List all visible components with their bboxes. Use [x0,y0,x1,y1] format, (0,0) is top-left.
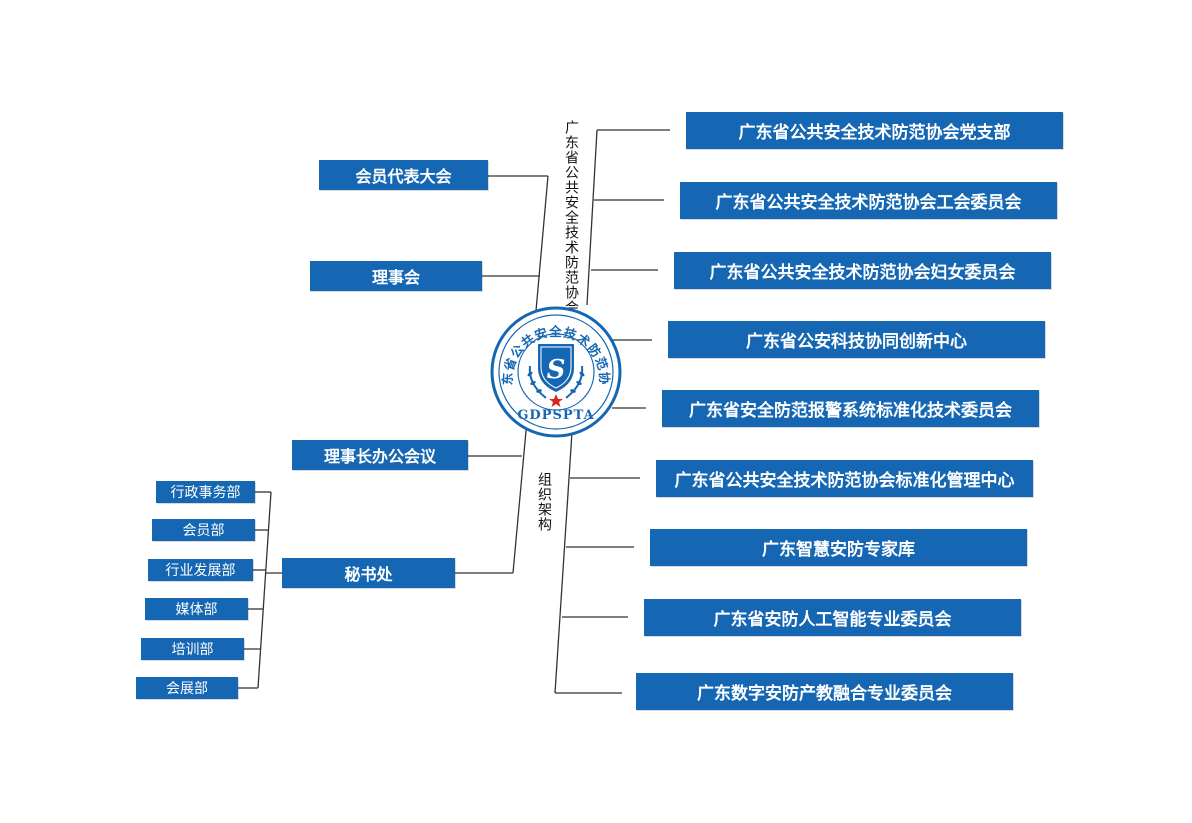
box-party-branch: 广东省公共安全技术防范协会党支部 [686,112,1063,149]
association-logo: 广东省公共安全技术防范协会 S GDPSPTA [490,306,622,438]
dept-exhibition: 会展部 [136,677,238,699]
box-women-committee: 广东省公共安全技术防范协会妇女委员会 [674,252,1051,289]
box-council: 理事会 [310,261,482,291]
dept-membership: 会员部 [152,519,255,541]
box-education-integration-committee: 广东数字安防产教融合专业委员会 [636,673,1013,710]
structure-label: 组织架构 [536,472,552,532]
left-spine-lower [512,419,528,574]
star-icon [549,394,563,407]
spine-lower [554,431,573,694]
dept-industry-development: 行业发展部 [148,559,253,581]
box-alarm-standards-committee: 广东省安全防范报警系统标准化技术委员会 [662,390,1039,427]
org-vertical-title: 广东省公共安全技术防范协会 [563,120,579,315]
box-innovation-center: 广东省公安科技协同创新中心 [668,321,1045,358]
box-member-congress: 会员代表大会 [319,160,488,190]
dept-training: 培训部 [141,638,244,660]
box-labor-union-committee: 广东省公共安全技术防范协会工会委员会 [680,182,1057,219]
box-expert-library: 广东智慧安防专家库 [650,529,1027,566]
spine-upper [586,129,598,306]
box-ai-committee: 广东省安防人工智能专业委员会 [644,599,1021,636]
dept-administration: 行政事务部 [156,481,255,503]
left-spine-upper [534,175,549,323]
box-president-office-meeting: 理事长办公会议 [292,440,468,470]
dept-media: 媒体部 [145,598,248,620]
logo-center-letter: S [547,355,566,385]
box-secretariat: 秘书处 [282,558,455,588]
logo-abbreviation: GDPSPTA [517,408,594,423]
shield-icon [538,344,574,392]
dept-bracket [257,491,272,689]
box-standardization-center: 广东省公共安全技术防范协会标准化管理中心 [656,460,1033,497]
